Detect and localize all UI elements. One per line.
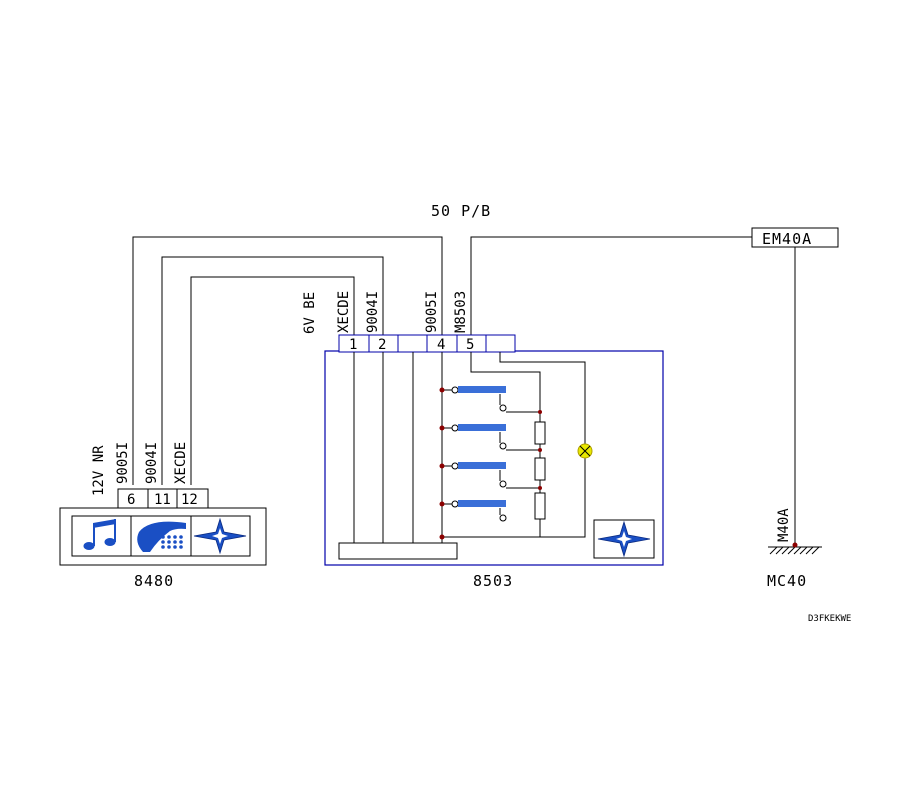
wire-9004I xyxy=(161,256,384,485)
right-pin-5-wire: M8503 xyxy=(453,291,469,333)
internal-wiring xyxy=(353,352,586,543)
right-pin-2: 2 xyxy=(378,337,386,353)
ground-bus-bar xyxy=(338,542,458,560)
component-8503: 6V BE XECDE 9004I 9005I M8503 1 2 4 5 xyxy=(302,291,664,590)
right-pin-2-wire: 9004I xyxy=(365,291,381,333)
left-pin-6: 6 xyxy=(127,492,135,508)
ground-wire-label: M40A xyxy=(776,508,792,542)
left-connector-label: 12V NR xyxy=(91,445,107,496)
component-8480: 12V NR 9005I 9004I XECDE 6 11 12 xyxy=(59,442,267,590)
contact-row xyxy=(439,462,542,490)
lamp-icon xyxy=(577,443,593,459)
left-pin-6-wire: 9005I xyxy=(115,442,131,484)
left-connector: 6 11 12 xyxy=(117,488,209,509)
left-pin-12: 12 xyxy=(181,492,198,508)
resistor-ladder xyxy=(534,421,546,520)
ground-point-label: MC40 xyxy=(767,572,807,590)
right-connector-label: 6V BE xyxy=(302,292,318,334)
wire-XECDE xyxy=(190,276,355,485)
reference-code: D3FKEKWE xyxy=(808,614,851,624)
ground-node xyxy=(792,542,798,548)
left-pin-11-wire: 9004I xyxy=(144,442,160,484)
contact-row xyxy=(439,500,507,522)
compass-star-icon xyxy=(597,520,651,558)
wire-9005I xyxy=(132,236,443,485)
ground-connector-label: EM40A xyxy=(762,230,812,248)
harness-wires xyxy=(132,236,796,547)
right-component-id: 8503 xyxy=(473,572,513,590)
right-pin-4: 4 xyxy=(437,337,445,353)
resistor xyxy=(534,421,546,445)
wire-M8503 xyxy=(470,236,752,335)
bus-label: 50 P/B xyxy=(431,202,491,220)
music-note-icon xyxy=(83,519,116,550)
contact-row xyxy=(439,386,542,414)
ground-connector: EM40A xyxy=(751,227,839,248)
right-pin-1-wire: XECDE xyxy=(336,291,352,333)
resistor xyxy=(534,457,546,481)
resistor xyxy=(534,492,546,520)
contact-row xyxy=(439,424,542,452)
left-pin-11: 11 xyxy=(154,492,171,508)
telephone-icon xyxy=(137,521,186,552)
right-pin-5: 5 xyxy=(466,337,474,353)
compass-star-icon xyxy=(193,517,247,555)
left-component-id: 8480 xyxy=(134,572,174,590)
left-pin-12-wire: XECDE xyxy=(173,442,189,484)
ground-symbol xyxy=(768,542,822,555)
right-pin-4-wire: 9005I xyxy=(424,291,440,333)
right-connector: 1 2 4 5 xyxy=(338,334,516,353)
ground-node xyxy=(439,534,445,540)
selector-contacts xyxy=(439,386,542,540)
right-pin-1: 1 xyxy=(349,337,357,353)
